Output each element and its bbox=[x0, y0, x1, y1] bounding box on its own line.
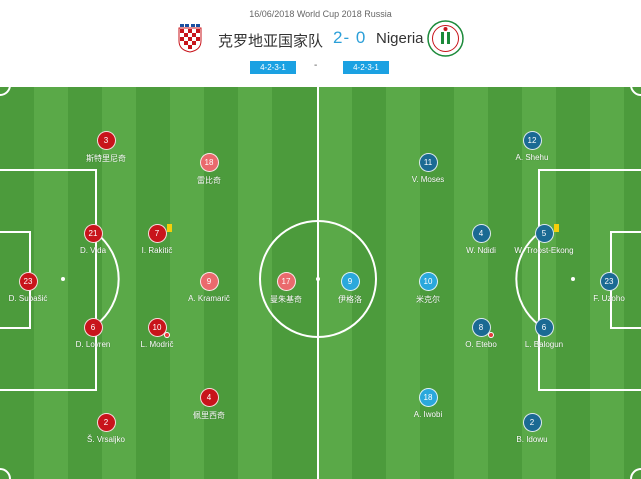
player-away-idowu[interactable]: 2 B. Idowu bbox=[492, 413, 572, 444]
match-score: 2- 0 bbox=[333, 28, 367, 47]
player-name: D. Subašić bbox=[8, 294, 48, 303]
player-home-rebic[interactable]: 18 雷比奇 bbox=[169, 153, 249, 186]
away-team-name: Nigeria bbox=[376, 30, 424, 47]
player-number-disc: 8 bbox=[471, 318, 494, 338]
player-number-disc: 21 bbox=[83, 224, 103, 243]
player-home-kramaric[interactable]: 9 A. Kramarič bbox=[169, 272, 249, 303]
player-name: B. Idowu bbox=[516, 435, 548, 444]
nigeria-crest-icon bbox=[427, 20, 464, 57]
player-name: 伊格洛 bbox=[338, 295, 362, 304]
player-number-disc: 6 bbox=[83, 318, 103, 337]
player-name: F. Uzoho bbox=[593, 294, 625, 303]
player-number-disc: 18 bbox=[199, 153, 219, 172]
player-number-disc: 5 bbox=[534, 224, 559, 243]
player-number-disc: 12 bbox=[522, 131, 542, 150]
player-name: W. Troost-Ekong bbox=[514, 246, 574, 255]
player-name: L. Modrič bbox=[140, 340, 174, 349]
player-away-etebo[interactable]: 8 O. Etebo bbox=[441, 318, 521, 349]
player-number-disc: 10 bbox=[418, 272, 438, 291]
player-number: 7 bbox=[154, 229, 160, 238]
player-number-disc: 10 bbox=[147, 318, 170, 338]
player-away-uzoho[interactable]: 23 F. Uzoho bbox=[569, 272, 641, 303]
player-home-perisic[interactable]: 4 佩里西奇 bbox=[169, 388, 249, 421]
substitution-icon bbox=[487, 332, 494, 338]
player-number-disc: 18 bbox=[418, 388, 438, 407]
player-away-shehu[interactable]: 12 A. Shehu bbox=[492, 131, 572, 162]
formation-separator: - bbox=[314, 60, 318, 71]
player-name: D. Vida bbox=[79, 246, 107, 255]
yellow-card-icon bbox=[553, 224, 559, 232]
player-name: A. Iwobi bbox=[413, 410, 443, 419]
player-number-disc: 23 bbox=[599, 272, 619, 291]
home-formation-badge: 4-2-3-1 bbox=[250, 61, 296, 74]
player-home-strinic[interactable]: 3 斯特里尼奇 bbox=[66, 131, 146, 164]
player-number: 10 bbox=[152, 323, 162, 332]
croatia-crest-icon bbox=[178, 24, 202, 53]
match-header: 16/06/2018 World Cup 2018 Russia 克罗地亚国家队… bbox=[0, 0, 641, 84]
player-number-disc: 23 bbox=[18, 272, 38, 291]
player-away-mikel[interactable]: 10 米克尔 bbox=[388, 272, 468, 305]
player-number-disc: 4 bbox=[471, 224, 491, 243]
player-away-ndidi[interactable]: 4 W. Ndidi bbox=[441, 224, 521, 255]
player-name: A. Shehu bbox=[515, 153, 549, 162]
player-name: L. Balogun bbox=[524, 340, 564, 349]
pitch: 23 D. Subašić 3 斯特里尼奇 21 D. Vida 6 D. Lo… bbox=[0, 85, 641, 479]
player-number-disc: 9 bbox=[340, 272, 360, 291]
home-team-name: 克罗地亚国家队 bbox=[218, 33, 324, 50]
player-home-vida[interactable]: 21 D. Vida bbox=[53, 224, 133, 255]
player-name: I. Rakitič bbox=[141, 246, 173, 255]
player-name: W. Ndidi bbox=[466, 246, 496, 255]
player-number-disc: 9 bbox=[199, 272, 219, 291]
player-name: O. Etebo bbox=[465, 340, 497, 349]
player-number: 5 bbox=[541, 229, 547, 238]
player-name: V. Moses bbox=[411, 175, 445, 184]
yellow-card-icon bbox=[166, 224, 172, 232]
player-number-disc: 6 bbox=[534, 318, 554, 337]
player-home-subasic[interactable]: 23 D. Subašić bbox=[0, 272, 68, 303]
player-name: A. Kramarič bbox=[188, 294, 230, 303]
away-formation-badge: 4-2-3-1 bbox=[343, 61, 389, 74]
player-home-rakitic[interactable]: 7 I. Rakitič bbox=[117, 224, 197, 255]
player-away-iwobi[interactable]: 18 A. Iwobi bbox=[388, 388, 468, 419]
player-home-vrsaljko[interactable]: 2 Š. Vrsaljko bbox=[66, 413, 146, 444]
player-name: 米克尔 bbox=[416, 295, 440, 304]
match-meta: 16/06/2018 World Cup 2018 Russia bbox=[249, 9, 392, 19]
player-home-mandzukic[interactable]: 17 曼朱基奇 bbox=[246, 272, 326, 305]
player-name: 佩里西奇 bbox=[193, 411, 225, 420]
player-number-disc: 2 bbox=[96, 413, 116, 432]
player-name: 斯特里尼奇 bbox=[86, 154, 126, 163]
player-away-balogun[interactable]: 6 L. Balogun bbox=[504, 318, 584, 349]
player-name: Š. Vrsaljko bbox=[87, 435, 125, 444]
player-number-disc: 7 bbox=[147, 224, 172, 243]
player-home-modric[interactable]: 10 L. Modrič bbox=[117, 318, 197, 349]
player-number-disc: 11 bbox=[418, 153, 438, 172]
player-number: 8 bbox=[478, 323, 484, 332]
player-away-ighalo[interactable]: 9 伊格洛 bbox=[310, 272, 390, 305]
player-number-disc: 2 bbox=[522, 413, 542, 432]
player-home-lovren[interactable]: 6 D. Lovren bbox=[53, 318, 133, 349]
player-number-disc: 17 bbox=[276, 272, 296, 291]
player-away-moses[interactable]: 11 V. Moses bbox=[388, 153, 468, 184]
player-number-disc: 4 bbox=[199, 388, 219, 407]
player-name: 曼朱基奇 bbox=[270, 295, 302, 304]
player-number-disc: 3 bbox=[96, 131, 116, 150]
player-name: 雷比奇 bbox=[197, 176, 221, 185]
substitution-icon bbox=[163, 332, 170, 338]
player-away-troost-ekong[interactable]: 5 W. Troost-Ekong bbox=[504, 224, 584, 255]
player-name: D. Lovren bbox=[75, 340, 111, 349]
